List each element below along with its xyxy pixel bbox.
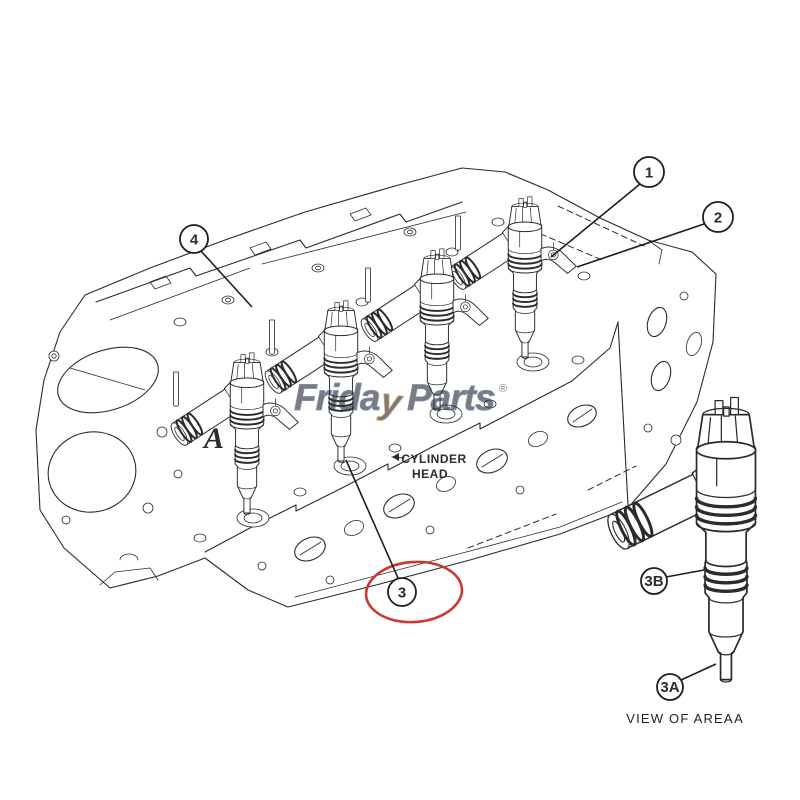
watermark-text-trailing: Parts bbox=[407, 377, 495, 418]
callout-3-label: 3 bbox=[398, 585, 406, 602]
left-arrow-icon bbox=[392, 453, 399, 461]
callout-3b: 3B bbox=[640, 567, 705, 595]
callout-1: 1 bbox=[550, 156, 665, 258]
callout-3-bubble bbox=[387, 577, 417, 607]
deck-front-edge bbox=[204, 321, 619, 553]
injector-well-1 bbox=[236, 508, 270, 528]
callout-3b-leader bbox=[665, 569, 705, 578]
callout-1-label: 1 bbox=[645, 165, 653, 182]
front-face-ports bbox=[257, 404, 597, 585]
callout-3b-label: 3B bbox=[644, 573, 663, 590]
cylinder-label-line2: HEAD bbox=[412, 467, 448, 481]
callout-3-highlighted: 3 bbox=[345, 459, 464, 624]
callout-2-label: 2 bbox=[714, 210, 722, 227]
callout-4-bubble bbox=[179, 224, 209, 254]
callout-3-leader bbox=[345, 459, 399, 579]
cylinder-label-line1: CYLINDER bbox=[401, 452, 466, 466]
area-a-marker: A bbox=[202, 422, 224, 455]
callout-1-leader bbox=[550, 183, 641, 258]
callout-4-leader bbox=[200, 250, 253, 308]
callout-3a-label: 3A bbox=[660, 679, 679, 696]
highlight-ellipse bbox=[364, 560, 464, 624]
registered-trademark-icon: ® bbox=[499, 383, 507, 395]
sleeve-pin-3 bbox=[365, 267, 371, 303]
callout-2-bubble bbox=[702, 201, 734, 233]
caption-prefix: VIEW OF AREA bbox=[626, 711, 734, 726]
callout-2-leader bbox=[576, 223, 705, 268]
callout-3a-leader bbox=[680, 663, 717, 681]
callout-4: 4 bbox=[179, 224, 253, 308]
callout-3b-bubble bbox=[640, 567, 668, 595]
rocker-ledge bbox=[95, 201, 463, 303]
cylinder-head-label: CYLINDER HEAD bbox=[391, 452, 466, 481]
cylinder-head-block bbox=[35, 167, 717, 608]
injector-body bbox=[694, 395, 758, 684]
caption-area-letter: A bbox=[734, 711, 744, 726]
detail-view-caption: VIEW OF AREA A bbox=[626, 711, 744, 726]
callout-3a-bubble bbox=[656, 673, 684, 701]
watermark-text-leading: Frida bbox=[294, 377, 380, 418]
right-face-details bbox=[643, 239, 703, 446]
callout-2: 2 bbox=[576, 201, 734, 268]
callout-4-label: 4 bbox=[190, 232, 199, 249]
left-face-openings bbox=[47, 346, 183, 586]
sleeve-pin-1 bbox=[173, 371, 179, 407]
sleeve-pin-4 bbox=[455, 215, 461, 251]
sleeve-pin-2 bbox=[269, 319, 275, 355]
callout-1-bubble bbox=[633, 156, 665, 188]
callout-3a: 3A bbox=[656, 663, 717, 701]
